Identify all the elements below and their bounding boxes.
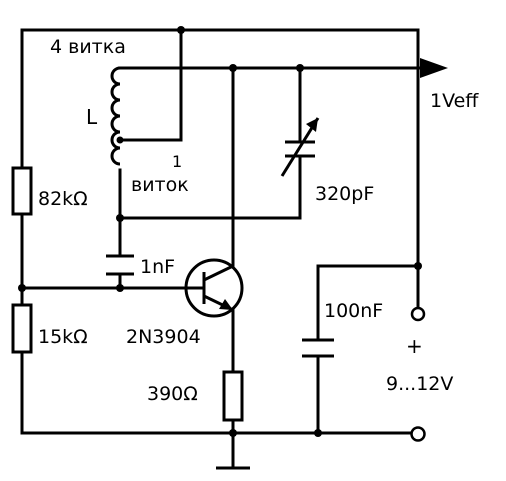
capacitor-100nf bbox=[302, 338, 334, 358]
resistor-15k-label: 15kΩ bbox=[38, 326, 88, 348]
capacitor-1nf bbox=[106, 254, 134, 276]
output-label: 1Veff bbox=[430, 90, 479, 112]
wire-coil-bottom bbox=[118, 168, 302, 220]
wire-left-rail bbox=[20, 28, 412, 435]
supply-plus-label: + bbox=[406, 334, 423, 358]
wire-supply-cap bbox=[316, 264, 420, 435]
varcap-arrow-head bbox=[306, 118, 318, 132]
coil-tap-number-label: 1 bbox=[172, 152, 183, 171]
resistor-82k-label: 82kΩ bbox=[38, 188, 88, 210]
resistor-390 bbox=[222, 370, 244, 422]
inductor-coil bbox=[110, 66, 121, 166]
emitter-arrow bbox=[219, 299, 233, 310]
resistor-82k bbox=[11, 166, 33, 216]
transistor-2n3904 bbox=[184, 258, 244, 318]
resistor-15k bbox=[11, 303, 33, 354]
resistor-390-label: 390Ω bbox=[147, 383, 198, 405]
supply-voltage-label: 9...12V bbox=[386, 373, 454, 395]
terminal-ground bbox=[410, 426, 426, 442]
transistor-label: 2N3904 bbox=[126, 326, 201, 348]
capacitor-100nf-label: 100nF bbox=[324, 300, 384, 322]
wire-top-rail bbox=[20, 28, 420, 268]
terminal-plus bbox=[410, 306, 426, 322]
variable-capacitor-label: 320pF bbox=[315, 183, 375, 205]
inductor-label: L bbox=[86, 105, 98, 129]
capacitor-1nf-label: 1nF bbox=[140, 256, 176, 278]
output-arrow-icon bbox=[420, 58, 448, 78]
junction-dots bbox=[18, 26, 422, 437]
coil-turns-label: 4 витка bbox=[50, 36, 126, 58]
coil-tap-label: виток bbox=[131, 174, 189, 196]
